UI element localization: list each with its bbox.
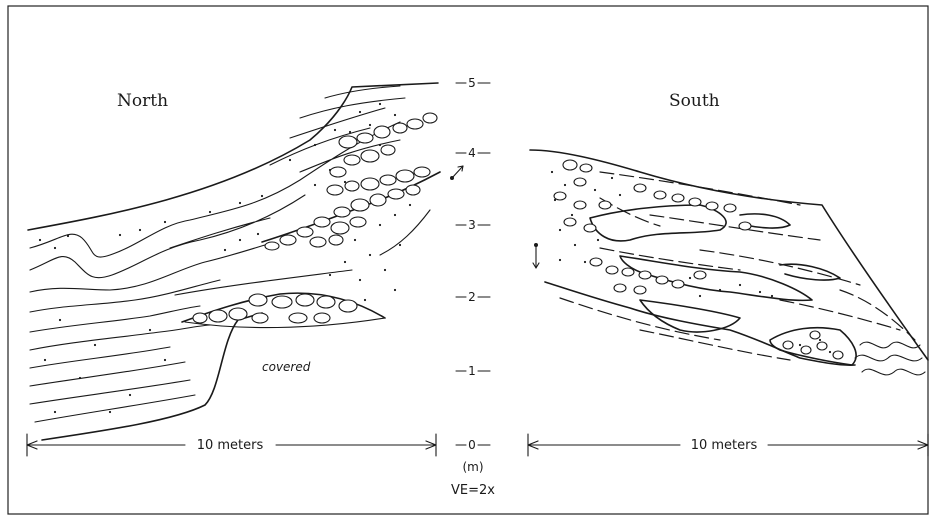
north-basal-contact <box>42 313 262 440</box>
scale-tick-0: 0 <box>468 438 476 452</box>
south-label: South <box>669 91 720 111</box>
south-channel-lens-3 <box>640 300 740 332</box>
scale-unit-label: (m) <box>462 460 483 474</box>
south-wavy-laminae <box>855 342 925 375</box>
scale-tick-3: 3 <box>468 218 476 232</box>
north-paleocurrent-arrow <box>450 166 463 180</box>
north-sand-stipple <box>39 103 411 413</box>
north-profile <box>28 83 463 440</box>
north-horizontal-scale: 10 meters <box>27 434 436 456</box>
south-horizontal-scale: 10 meters <box>528 434 928 456</box>
south-profile <box>530 150 928 375</box>
north-label: North <box>117 91 168 111</box>
south-paleocurrent-arrow <box>533 243 539 268</box>
scale-tick-1: 1 <box>468 364 476 378</box>
vertical-scale: 5 4 3 2 1 0 (m) VE=2x <box>451 76 495 498</box>
scale-tick-4: 4 <box>468 146 476 160</box>
scale-tick-5: 5 <box>468 76 476 90</box>
south-scale-label: 10 meters <box>691 438 758 453</box>
scale-tick-2: 2 <box>468 290 476 304</box>
south-channel-lens-1 <box>590 205 726 241</box>
covered-label: covered <box>262 360 311 374</box>
north-scale-label: 10 meters <box>197 438 264 453</box>
south-top-surface <box>530 150 928 360</box>
vertical-exaggeration-label: VE=2x <box>451 483 495 498</box>
